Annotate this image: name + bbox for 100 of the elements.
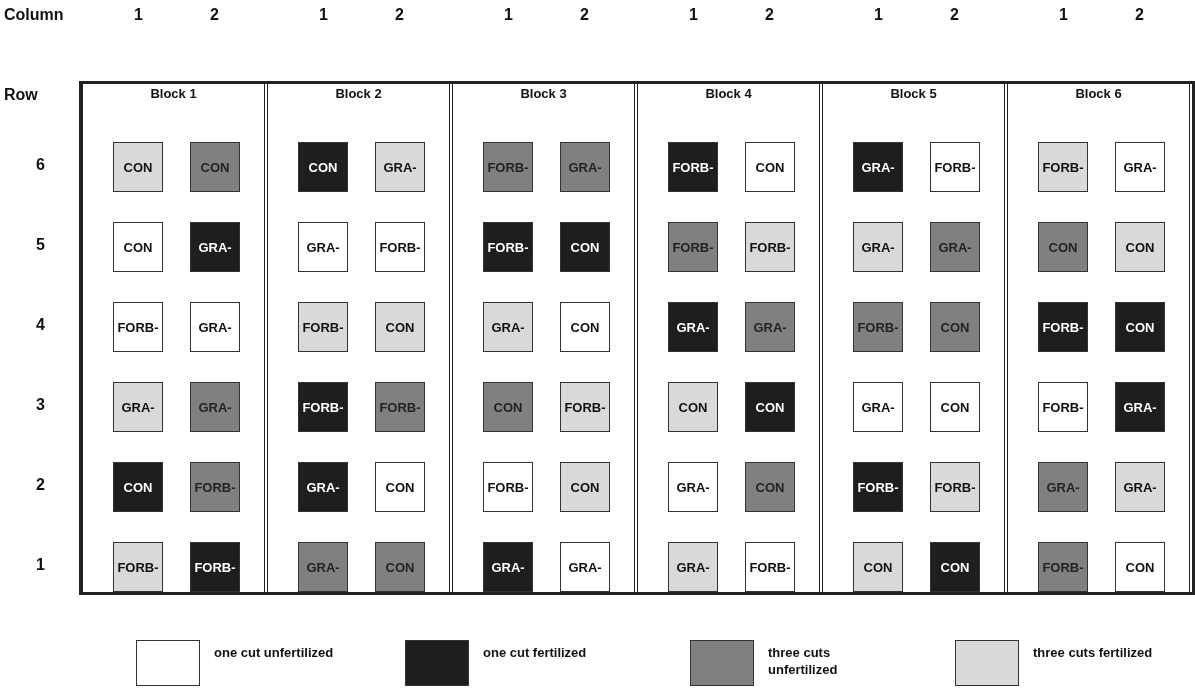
plot-square: GRA-: [298, 462, 348, 512]
block-panel: [637, 84, 820, 592]
column-number: 1: [504, 6, 513, 24]
column-header: Column: [4, 6, 64, 24]
legend-label: three cuts fertilized: [1033, 644, 1153, 661]
plot-square: FORB-: [930, 142, 980, 192]
row-number: 3: [36, 396, 45, 414]
column-number: 1: [134, 6, 143, 24]
plot-square: FORB-: [1038, 142, 1088, 192]
column-number: 2: [395, 6, 404, 24]
plot-square: GRA-: [190, 302, 240, 352]
plot-square: CON: [668, 382, 718, 432]
row-header: Row: [4, 86, 38, 104]
row-number: 2: [36, 476, 45, 494]
plot-square: GRA-: [483, 542, 533, 592]
column-number: 1: [874, 6, 883, 24]
plot-square: FORB-: [745, 542, 795, 592]
plot-square: GRA-: [298, 222, 348, 272]
block-panel: [82, 84, 265, 592]
plot-square: CON: [298, 142, 348, 192]
block-panel: [452, 84, 635, 592]
plot-square: CON: [930, 302, 980, 352]
plot-square: FORB-: [745, 222, 795, 272]
plot-square: FORB-: [113, 542, 163, 592]
plot-square: CON: [113, 222, 163, 272]
plot-square: FORB-: [483, 222, 533, 272]
plot-square: CON: [1115, 222, 1165, 272]
plot-square: FORB-: [375, 222, 425, 272]
plot-square: FORB-: [483, 142, 533, 192]
block-panel: [1007, 84, 1190, 592]
plot-square: CON: [745, 462, 795, 512]
plot-square: CON: [560, 462, 610, 512]
plot-square: GRA-: [930, 222, 980, 272]
plot-square: FORB-: [375, 382, 425, 432]
row-number: 6: [36, 156, 45, 174]
column-number: 2: [1135, 6, 1144, 24]
legend-label: one cut unfertilized: [214, 644, 334, 661]
column-number: 1: [319, 6, 328, 24]
plot-square: CON: [113, 142, 163, 192]
row-number: 4: [36, 316, 45, 334]
row-number: 1: [36, 556, 45, 574]
plot-square: GRA-: [190, 382, 240, 432]
plot-square: FORB-: [1038, 382, 1088, 432]
plot-square: FORB-: [483, 462, 533, 512]
plot-square: FORB-: [298, 302, 348, 352]
plot-square: GRA-: [853, 382, 903, 432]
plot-square: CON: [1038, 222, 1088, 272]
plot-square: GRA-: [1038, 462, 1088, 512]
plot-square: GRA-: [1115, 382, 1165, 432]
plot-square: CON: [1115, 302, 1165, 352]
plot-square: GRA-: [483, 302, 533, 352]
plot-square: GRA-: [113, 382, 163, 432]
plot-square: CON: [190, 142, 240, 192]
block-title: Block 3: [519, 86, 568, 101]
plot-square: GRA-: [560, 142, 610, 192]
column-number: 1: [689, 6, 698, 24]
plot-square: CON: [745, 142, 795, 192]
column-number: 2: [765, 6, 774, 24]
plot-square: GRA-: [853, 142, 903, 192]
plot-square: CON: [375, 542, 425, 592]
plot-square: FORB-: [1038, 542, 1088, 592]
plot-square: CON: [113, 462, 163, 512]
plot-square: FORB-: [190, 542, 240, 592]
plot-square: CON: [853, 542, 903, 592]
plot-square: CON: [745, 382, 795, 432]
plot-square: CON: [560, 302, 610, 352]
plot-square: FORB-: [668, 222, 718, 272]
plot-square: CON: [1115, 542, 1165, 592]
column-number: 2: [950, 6, 959, 24]
plot-square: GRA-: [1115, 142, 1165, 192]
plot-square: GRA-: [668, 542, 718, 592]
block-title: Block 6: [1074, 86, 1123, 101]
plot-square: FORB-: [298, 382, 348, 432]
plot-square: CON: [560, 222, 610, 272]
legend-label: one cut fertilized: [483, 644, 588, 661]
plot-square: GRA-: [1115, 462, 1165, 512]
plot-square: GRA-: [853, 222, 903, 272]
plot-square: FORB-: [190, 462, 240, 512]
plot-square: GRA-: [560, 542, 610, 592]
plot-square: FORB-: [113, 302, 163, 352]
block-title: Block 2: [334, 86, 383, 101]
column-number: 2: [210, 6, 219, 24]
row-number: 5: [36, 236, 45, 254]
legend-label: three cuts unfertilized: [768, 644, 839, 678]
plot-square: FORB-: [853, 302, 903, 352]
block-title: Block 1: [149, 86, 198, 101]
plot-square: CON: [483, 382, 533, 432]
block-title: Block 4: [704, 86, 753, 101]
plot-square: CON: [930, 382, 980, 432]
plot-square: FORB-: [853, 462, 903, 512]
plot-square: CON: [930, 542, 980, 592]
block-panel: [267, 84, 450, 592]
plot-square: CON: [375, 462, 425, 512]
block-panel: [822, 84, 1005, 592]
column-number: 1: [1059, 6, 1068, 24]
column-number: 2: [580, 6, 589, 24]
block-title: Block 5: [889, 86, 938, 101]
plot-square: GRA-: [668, 462, 718, 512]
plot-square: FORB-: [930, 462, 980, 512]
plot-square: GRA-: [190, 222, 240, 272]
